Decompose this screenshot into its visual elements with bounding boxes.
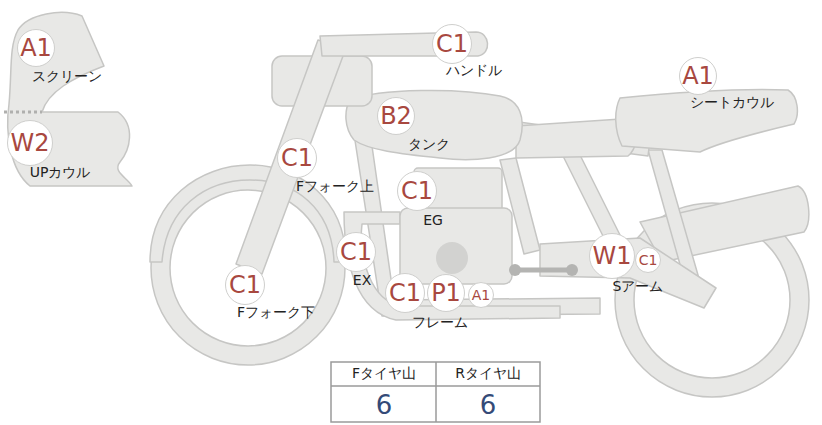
grade-code: A1 bbox=[20, 36, 52, 60]
part-name: UPカウル bbox=[30, 165, 91, 180]
part-name: ハンドル bbox=[446, 63, 502, 78]
grade-circle: C1 bbox=[397, 171, 437, 211]
part-name: Fフォーク上 bbox=[296, 179, 374, 194]
grade-circle: W2 bbox=[7, 120, 53, 166]
grade-circle: C1 bbox=[225, 265, 265, 305]
grade-circle: C1 bbox=[635, 247, 661, 273]
grade-circle: A1 bbox=[17, 29, 55, 67]
grade-code: C1 bbox=[401, 179, 433, 203]
grade-code: C1 bbox=[639, 253, 658, 267]
grade-circle: W1 bbox=[589, 233, 635, 279]
part-name: フレーム bbox=[412, 315, 468, 330]
grade-code: P1 bbox=[431, 281, 461, 305]
grade-code: A1 bbox=[472, 288, 490, 302]
table-cell: Rタイヤ山 bbox=[455, 366, 521, 381]
part-name: EG bbox=[423, 213, 443, 228]
part-name: EX bbox=[353, 273, 371, 288]
part-name: シートカウル bbox=[690, 95, 774, 110]
part-name: スクリーン bbox=[32, 69, 102, 84]
part-name: Fフォーク下 bbox=[237, 305, 315, 320]
grade-circle: A1 bbox=[468, 282, 494, 308]
grade-circle: P1 bbox=[427, 274, 465, 312]
table-cell: Fタイヤ山 bbox=[352, 366, 416, 381]
grade-code: C1 bbox=[281, 146, 313, 170]
grade-circle: C1 bbox=[336, 232, 376, 272]
grade-code: C1 bbox=[229, 273, 261, 297]
grade-code: A1 bbox=[682, 64, 714, 88]
grade-code: W2 bbox=[11, 131, 50, 155]
grade-code: B2 bbox=[380, 104, 412, 128]
grade-circle: C1 bbox=[432, 24, 472, 64]
grade-circle: C1 bbox=[385, 273, 425, 313]
grade-circle: A1 bbox=[679, 57, 717, 95]
part-name: タンク bbox=[408, 137, 450, 152]
table-cell: 6 bbox=[480, 391, 497, 420]
part-name: Sアーム bbox=[613, 279, 664, 294]
grade-code: C1 bbox=[340, 240, 372, 264]
grade-circle: C1 bbox=[277, 138, 317, 178]
grade-circle: B2 bbox=[377, 97, 415, 135]
grade-code: C1 bbox=[389, 281, 421, 305]
grade-code: C1 bbox=[436, 32, 468, 56]
table-cell: 6 bbox=[376, 391, 393, 420]
grade-code: W1 bbox=[593, 244, 632, 268]
